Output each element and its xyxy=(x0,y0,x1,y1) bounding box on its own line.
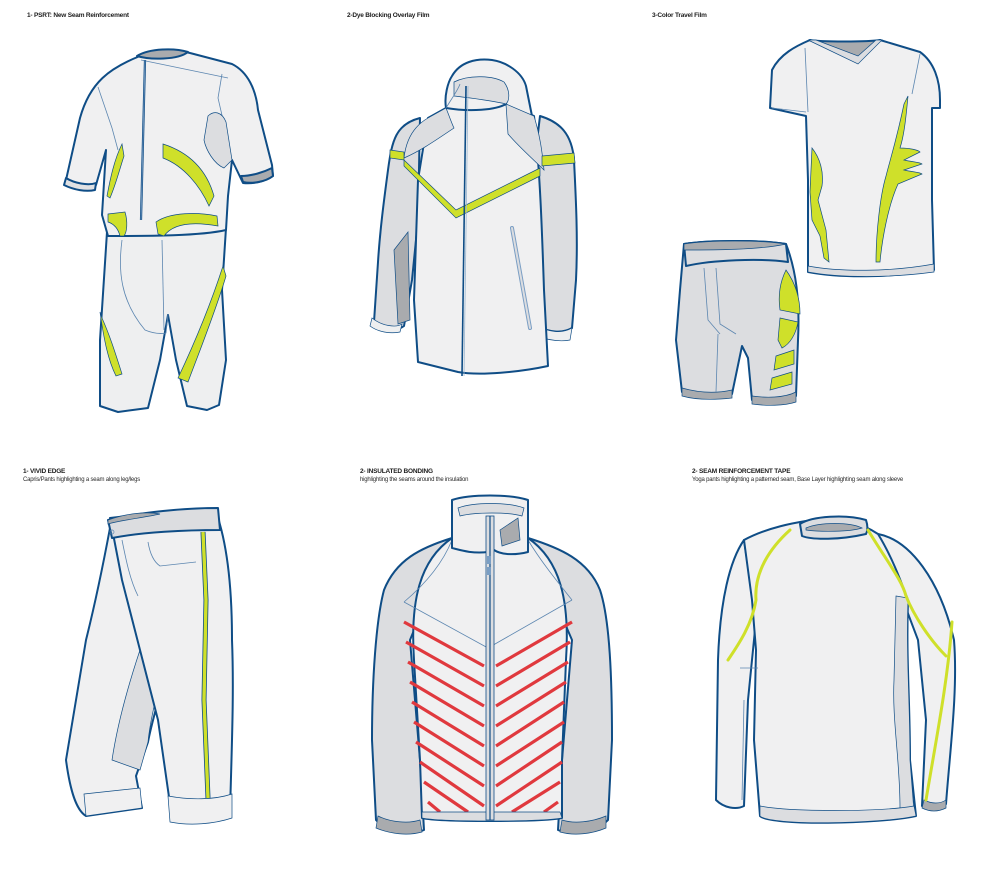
panel-title: 3-Color Travel Film xyxy=(652,12,707,19)
panel-title: 1- PSRT: New Seam Reinforcement xyxy=(27,12,129,19)
panel-title: 2- INSULATED BONDING xyxy=(360,468,433,475)
panel-title: 1- VIVID EDGE xyxy=(23,468,66,475)
panel-title: 2- SEAM REINFORCEMENT TAPE xyxy=(692,468,791,475)
panel-title: 2-Dye Blocking Overlay Film xyxy=(347,12,430,19)
panel-subtitle: Capris/Pants highlighting a seam along l… xyxy=(23,477,141,483)
insulation-seams-right xyxy=(495,620,573,814)
panel-subtitle: Yoga pants highlighting a patterned seam… xyxy=(692,477,904,483)
panel-subtitle: highlighting the seams around the insula… xyxy=(360,477,469,483)
insulation-seams-left xyxy=(403,620,485,814)
reinforcement-tape xyxy=(726,528,954,802)
